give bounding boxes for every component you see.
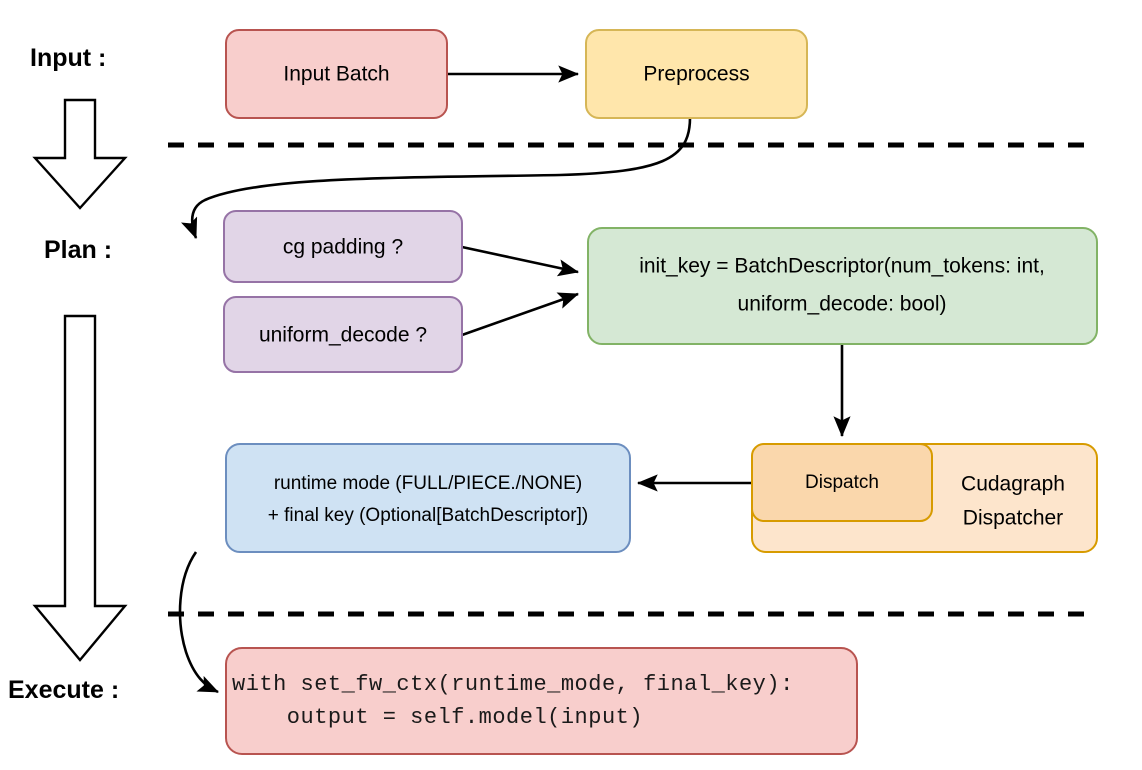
node-dispatch-shape xyxy=(751,443,933,522)
node-uniform-decode-shape xyxy=(223,296,463,373)
node-execute-code-line1: with set_fw_ctx(runtime_mode, final_key)… xyxy=(232,672,794,697)
node-preprocess-shape xyxy=(585,29,808,119)
node-runtime-mode-label-line2: + final key (Optional[BatchDescriptor]) xyxy=(268,505,589,526)
node-dispatch[interactable]: Dispatch xyxy=(751,443,933,522)
node-cudagraph-dispatcher-label-line1: Cudagraph xyxy=(961,473,1065,496)
edge-runtime-mode-to-execute xyxy=(178,551,219,694)
edge-cg-padding-to-init-key xyxy=(461,245,580,277)
node-input-batch-label: Input Batch xyxy=(283,63,389,86)
node-cg-padding[interactable]: cg padding ? xyxy=(223,210,463,283)
edge-preprocess-to-cg-padding xyxy=(181,117,692,239)
node-cudagraph-dispatcher-label-line2: Dispatcher xyxy=(963,507,1063,530)
node-dispatch-label: Dispatch xyxy=(805,472,879,493)
node-execute-code-shape xyxy=(225,647,858,755)
node-preprocess[interactable]: Preprocess xyxy=(585,29,808,119)
node-uniform-decode[interactable]: uniform_decode ? xyxy=(223,296,463,373)
edge-uniform-decode-to-init-key xyxy=(461,292,579,337)
plan-to-execute-arrow xyxy=(32,314,128,662)
node-execute-code[interactable]: with set_fw_ctx(runtime_mode, final_key)… xyxy=(225,647,858,755)
node-init-key-shape xyxy=(587,227,1098,345)
stage-label-input: Input : xyxy=(30,44,107,72)
node-runtime-mode[interactable]: runtime mode (FULL/PIECE./NONE) + final … xyxy=(225,443,631,553)
node-init-key[interactable]: init_key = BatchDescriptor(num_tokens: i… xyxy=(587,227,1098,345)
node-preprocess-label: Preprocess xyxy=(643,63,749,86)
node-runtime-mode-label-line1: runtime mode (FULL/PIECE./NONE) xyxy=(274,473,582,494)
node-init-key-label-line2: uniform_decode: bool) xyxy=(738,293,947,316)
stage-label-execute: Execute : xyxy=(8,676,120,704)
node-execute-code-line2: output = self.model(input) xyxy=(232,705,643,730)
stage-label-plan: Plan : xyxy=(44,236,113,264)
node-input-batch[interactable]: Input Batch xyxy=(225,29,448,119)
node-uniform-decode-label: uniform_decode ? xyxy=(259,324,427,347)
node-cg-padding-label: cg padding ? xyxy=(283,236,403,259)
input-to-plan-arrow xyxy=(32,98,128,210)
node-runtime-mode-shape xyxy=(225,443,631,553)
node-init-key-label-line1: init_key = BatchDescriptor(num_tokens: i… xyxy=(639,255,1045,278)
node-cg-padding-shape xyxy=(223,210,463,283)
node-input-batch-shape xyxy=(225,29,448,119)
